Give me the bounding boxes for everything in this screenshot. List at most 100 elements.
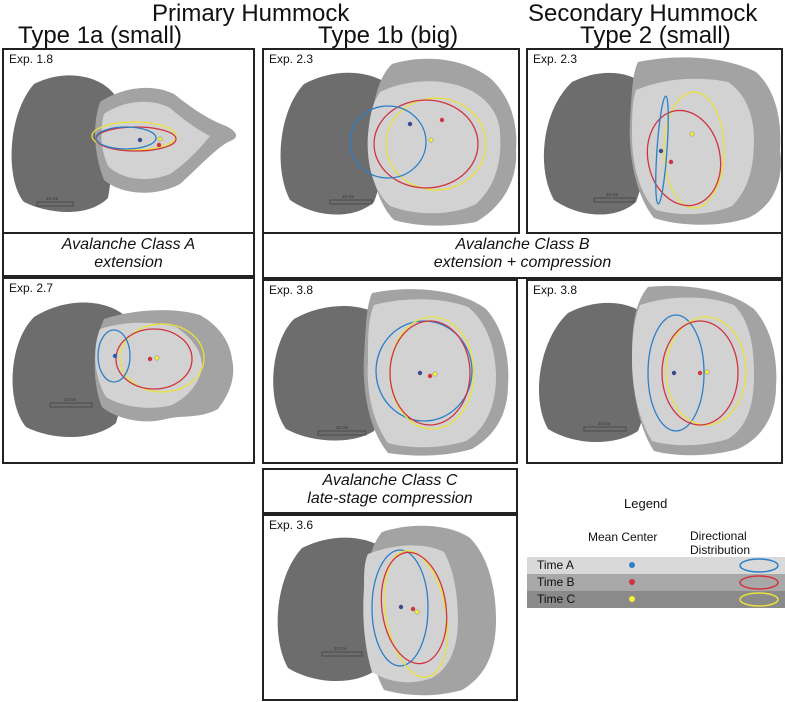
panel-exp-3-6: Exp. 3.6 10 cm [262, 514, 518, 701]
mean-center-time-c [432, 371, 438, 377]
distribution-ellipse-time-a [647, 314, 705, 432]
distribution-ellipse-time-c [119, 323, 205, 393]
mean-center-time-a [137, 137, 143, 143]
header-type-2: Type 2 (small) [580, 22, 731, 49]
legend-ellipse-time-a [739, 558, 779, 573]
avalanche-class-a-title: Avalanche Class A [61, 236, 196, 253]
legend-label-time-a: Time A [537, 558, 574, 572]
scale-bar-label: 10 cm [342, 194, 355, 199]
distribution-ellipse-time-a [371, 549, 429, 667]
old-deposit [538, 302, 651, 443]
mean-center-time-b [439, 117, 445, 123]
scale-bar [49, 402, 93, 408]
mean-center-time-a [417, 370, 423, 376]
mean-center-time-c [414, 609, 420, 615]
panel-exp-2-3-type-1b: Exp. 2.3 10 cm [262, 48, 520, 234]
legend-ellipse-time-c [739, 592, 779, 607]
panel-exp-3-8-type-2: Exp. 3.8 10 cm [526, 279, 783, 464]
hummock-plot: 10 cm [280, 58, 517, 226]
legend-row-time-c: Time C [527, 591, 785, 608]
experiment-label: Exp. 2.3 [533, 52, 578, 66]
mean-center-time-b [410, 606, 416, 612]
distribution-ellipse-time-a [349, 105, 427, 179]
avalanche-class-b-label: Avalanche Class B extension + compressio… [262, 234, 783, 279]
avalanche-class-b-title: Avalanche Class B [455, 236, 590, 253]
legend-mean-center-time-c [629, 596, 635, 602]
mean-center-time-a [658, 148, 664, 154]
mean-center-time-b [156, 142, 162, 148]
hummock-plot: 10 cm [12, 302, 234, 438]
old-deposit [273, 306, 385, 441]
mean-center-time-c [704, 369, 710, 375]
header-type-1a: Type 1a (small) [18, 22, 183, 49]
mean-center-time-b [427, 373, 433, 379]
mean-center-time-a [407, 121, 413, 127]
header-primary-hummock: Primary Hummock [152, 0, 350, 27]
header-type-1b: Type 1b (big) [318, 22, 459, 49]
mean-center-time-b [697, 370, 703, 376]
distribution-ellipse-time-b [661, 320, 739, 426]
scale-bar [36, 201, 74, 207]
legend-directional-line-1: Directional [690, 529, 747, 543]
experiment-label: Exp. 3.8 [269, 283, 314, 297]
legend-mean-center-time-a [629, 562, 635, 568]
scale-bar [321, 651, 363, 657]
experiment-label: Exp. 3.8 [533, 283, 578, 297]
avalanche-class-c-title: Avalanche Class C [322, 472, 458, 489]
mean-center-time-a [398, 604, 404, 610]
mean-center-time-c [154, 355, 160, 361]
distribution-ellipse-time-c [663, 91, 725, 209]
header-secondary-hummock: Secondary Hummock [528, 0, 758, 27]
mean-center-time-b [668, 159, 674, 165]
distribution-ellipse-time-c [91, 121, 177, 151]
mean-center-time-b [147, 356, 153, 362]
distribution-ellipse-time-b [389, 320, 471, 426]
avalanche-class-b-subtitle: extension + compression [433, 254, 612, 271]
scale-bar [583, 426, 627, 432]
scale-bar-label: 10 cm [606, 192, 619, 197]
panel-exp-3-8-type-1b: Exp. 3.8 10 cm [262, 279, 518, 464]
scale-bar-label: 10 cm [598, 421, 611, 426]
scale-bar-label: 10 cm [46, 196, 59, 201]
legend-label-time-c: Time C [537, 592, 576, 606]
distribution-ellipse-time-b [373, 99, 479, 189]
mean-center-time-c [157, 136, 163, 142]
mean-center-time-a [112, 353, 118, 359]
legend-label-time-b: Time B [537, 575, 575, 589]
mean-center-time-c [689, 131, 695, 137]
legend-ellipse-time-b [739, 575, 779, 590]
mean-center-time-a [671, 370, 677, 376]
old-deposit [280, 72, 389, 215]
legend-directional-header: Directional Distribution [690, 529, 750, 557]
old-deposit [277, 537, 389, 682]
legend-directional-line-2: Distribution [690, 543, 751, 557]
legend-mean-center-time-b [629, 579, 635, 585]
distribution-ellipse-time-a [97, 329, 131, 383]
distribution-ellipse-time-c [385, 97, 487, 191]
old-deposit [543, 72, 650, 215]
panel-exp-2-3-type-2: Exp. 2.3 10 cm [526, 48, 783, 234]
scale-bar-label: 10 cm [64, 397, 77, 402]
inner-deposit [632, 78, 754, 215]
distribution-ellipse-time-a [655, 95, 669, 205]
legend-title: Legend [624, 496, 668, 511]
experiment-label: Exp. 2.7 [9, 281, 54, 295]
hummock-plot: 10 cm [11, 75, 237, 212]
panel-exp-2-7: Exp. 2.7 10 cm [2, 277, 255, 464]
legend-row-time-b: Time B [527, 574, 785, 591]
hummock-plot: 10 cm [538, 285, 777, 456]
avalanche-class-a-label: Avalanche Class A extension [2, 234, 255, 277]
experiment-label: Exp. 2.3 [269, 52, 314, 66]
hummock-plot: 10 cm [273, 289, 509, 456]
legend-row-time-a: Time A [527, 557, 785, 574]
distribution-ellipse-time-b [115, 328, 193, 390]
avalanche-class-c-subtitle: late-stage compression [307, 490, 473, 507]
hummock-plot: 10 cm [277, 525, 496, 696]
scale-bar [329, 199, 373, 205]
inner-deposit [632, 297, 754, 446]
hummock-plot: 10 cm [543, 57, 781, 225]
scale-bar-label: 10 cm [336, 425, 349, 430]
distribution-ellipse-time-b [646, 109, 722, 207]
scale-bar [317, 430, 367, 436]
scale-bar-label: 10 cm [334, 646, 347, 651]
